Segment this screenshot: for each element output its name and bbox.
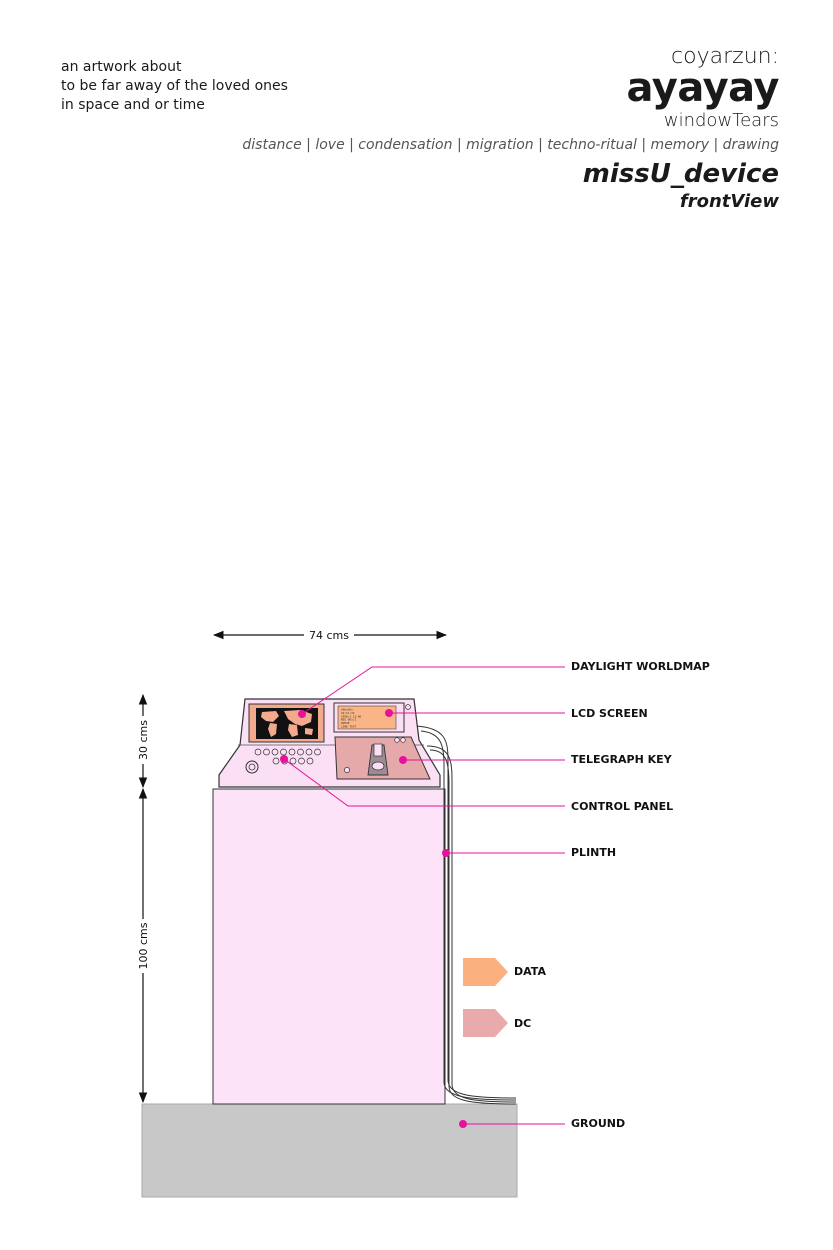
device-name: missU_device	[582, 159, 779, 189]
lcd-line: LINE TEXT	[341, 725, 356, 729]
lcd-line: QUEUE	[341, 721, 350, 725]
top-height-dimension: 30 cms	[137, 720, 150, 760]
label-ground: GROUND	[571, 1117, 625, 1130]
legend-dc-swatch	[463, 1009, 508, 1037]
intro-line-3: in space and or time	[61, 97, 205, 113]
lcd-line: iNextEv	[341, 708, 353, 712]
legend-data-swatch	[463, 958, 508, 986]
lcd-led	[405, 704, 411, 710]
series-title: windowTears	[663, 110, 779, 131]
lcd-line: 19:11:22	[341, 711, 355, 715]
view-name: frontView	[679, 191, 779, 212]
ground-block	[141, 1103, 518, 1198]
control-button	[254, 748, 262, 756]
label-plinth: PLINTH	[571, 846, 616, 859]
author-name: coyarzun:	[671, 44, 779, 69]
control-button	[280, 748, 287, 756]
label-telegraph-key: TELEGRAPH KEY	[571, 753, 673, 766]
label-control-panel: CONTROL PANEL	[571, 800, 673, 813]
control-button	[289, 757, 297, 765]
legend-data-label: DATA	[514, 965, 546, 978]
work-title: ayayay	[626, 65, 779, 111]
control-knob	[245, 760, 259, 774]
lcd-line: MSG 001:2	[341, 718, 356, 722]
intro-line-2: to be far away of the loved ones	[61, 78, 288, 94]
lcd-screen	[337, 705, 397, 730]
label-lcd-screen: LCD SCREEN	[571, 707, 648, 720]
plinth-block	[212, 788, 446, 1105]
tag-list: distance | love | condensation | migrati…	[242, 137, 779, 153]
intro-line-1: an artwork about	[61, 59, 182, 75]
control-button	[306, 757, 314, 765]
legend-dc-label: DC	[514, 1017, 531, 1030]
control-button	[298, 757, 305, 765]
callout-leaders	[283, 666, 565, 1125]
control-button	[272, 757, 280, 765]
callout-dots	[280, 709, 467, 1128]
title-block: coyarzun: ayayay windowTears distance | …	[242, 44, 779, 214]
control-button	[263, 748, 270, 756]
width-dimension: 74 cms	[309, 629, 349, 642]
label-daylight-worldmap: DAYLIGHT WORLDMAP	[571, 660, 710, 673]
cables	[415, 725, 517, 1105]
control-button	[288, 748, 296, 756]
plinth-height-dimension: 100 cms	[137, 922, 150, 969]
control-button	[305, 748, 313, 756]
lcd-line: VIEW:1 12:00	[341, 714, 362, 718]
intro-text: an artwork about to be far away of the l…	[61, 58, 288, 115]
control-button	[314, 748, 321, 756]
control-button	[297, 748, 304, 756]
control-button	[271, 748, 279, 756]
